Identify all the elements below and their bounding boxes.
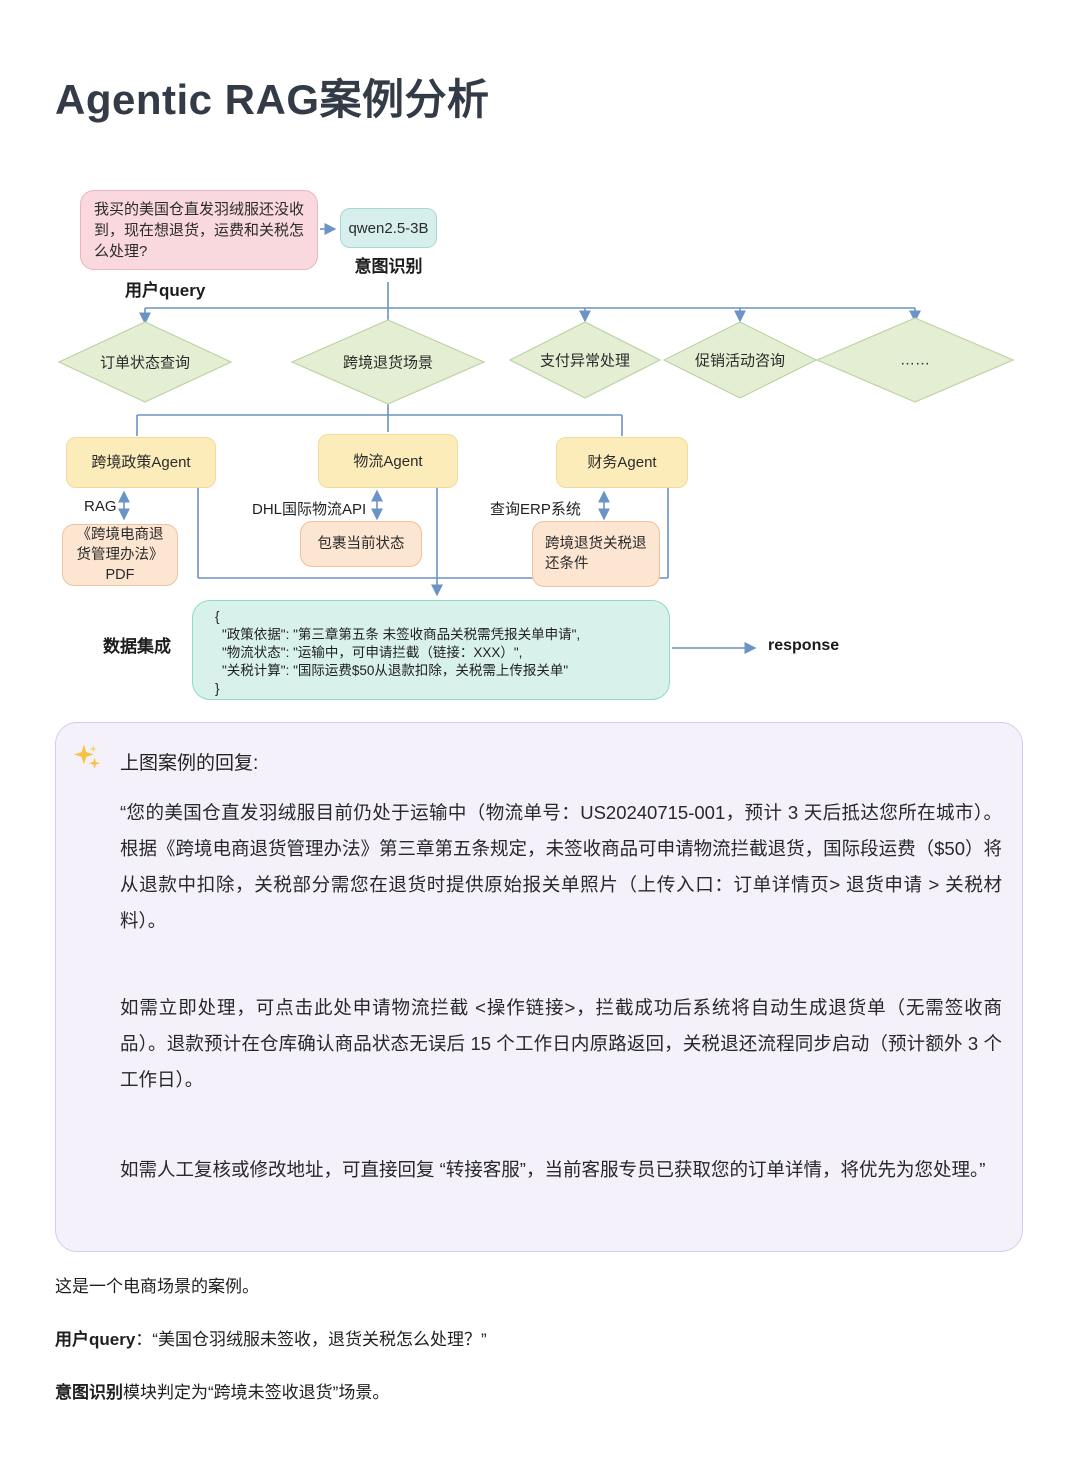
- agent-logistics: 物流Agent: [318, 434, 458, 488]
- footer-note-3-text: 模块判定为“跨境未签收退货”场景。: [123, 1383, 390, 1402]
- sparkles-icon: [73, 744, 101, 769]
- response-label: response: [768, 637, 840, 654]
- footer-note-3-term: 意图识别: [55, 1383, 123, 1402]
- intent-model-box: qwen2.5-3B: [340, 208, 437, 248]
- reply-paragraph-1: “您的美国仓直发羽绒服目前仍处于运输中（物流单号：US20240715-001，…: [120, 802, 1002, 932]
- resource-policy-pdf: 《跨境电商退货管理办法》PDF: [62, 524, 178, 586]
- tool-label-erp: 查询ERP系统: [490, 501, 581, 518]
- reply-paragraph-3: 如需人工复核或修改地址，可直接回复 “转接客服”，当前客服专员已获取您的订单详情…: [120, 1159, 986, 1180]
- data-integration-label: 数据集成: [103, 637, 171, 656]
- reply-heading: 上图案例的回复:: [120, 753, 259, 774]
- json-line: }: [215, 680, 220, 696]
- diamond-order-status: [57, 321, 233, 403]
- footer-note-2-text: ：“美国仓羽绒服未签收，退货关税怎么处理？”: [135, 1330, 487, 1349]
- user-query-label: 用户query: [125, 281, 206, 300]
- resource-parcel-status: 包裹当前状态: [300, 521, 422, 567]
- json-integration-box: { "政策依据": "第三章第五条 未签收商品关税需凭报关单申请", "物流状态…: [192, 600, 670, 700]
- page-title: Agentic RAG案例分析: [55, 76, 490, 123]
- flowchart-connectors: [57, 223, 1015, 654]
- json-line: "政策依据": "第三章第五条 未签收商品关税需凭报关单申请",: [222, 626, 581, 642]
- tool-label-dhl-api: DHL国际物流API: [252, 501, 367, 518]
- json-line: "关税计算": "国际运费$50从退款扣除，关税需上传报关单": [222, 662, 569, 678]
- diamond-others: [815, 317, 1015, 403]
- json-line: "物流状态": "运输中，可申请拦截（链接：XXX）",: [222, 644, 523, 660]
- diamond-payment-issue: [508, 321, 662, 399]
- footer-note-3: 意图识别模块判定为“跨境未签收退货”场景。: [55, 1378, 389, 1403]
- footer-note-2-term: 用户query: [55, 1330, 136, 1349]
- diamond-label-order-status: 订单状态查询: [99, 354, 191, 372]
- reply-panel: [55, 722, 1023, 1252]
- diamond-return-scenario: [290, 319, 486, 405]
- json-line: {: [215, 609, 220, 624]
- user-query-box: 我买的美国仓直发羽绒服还没收到，现在想退货，运费和关税怎么处理?: [80, 190, 318, 270]
- user-query-text: 我买的美国仓直发羽绒服还没收到，现在想退货，运费和关税怎么处理?: [94, 200, 305, 260]
- footer-note-1: 这是一个电商场景的案例。: [55, 1277, 259, 1296]
- diamond-label-others: ……: [900, 351, 930, 369]
- reply-paragraph-2: 如需立即处理，可点击此处申请物流拦截 <操作链接>，拦截成功后系统将自动生成退货…: [120, 997, 1002, 1091]
- diamond-label-payment-issue: 支付异常处理: [539, 352, 631, 370]
- tool-label-rag: RAG: [84, 498, 117, 515]
- intent-label: 意图识别: [354, 257, 423, 276]
- resource-tariff-refund: 跨境退货关税退还条件: [532, 521, 660, 587]
- agent-policy: 跨境政策Agent: [66, 437, 216, 488]
- diamond-label-promo-consult: 促销活动咨询: [694, 352, 786, 370]
- agent-finance: 财务Agent: [556, 437, 688, 488]
- diamond-label-return-scenario: 跨境退货场景: [342, 354, 434, 372]
- footer-note-2: 用户query：“美国仓羽绒服未签收，退货关税怎么处理？”: [55, 1325, 487, 1350]
